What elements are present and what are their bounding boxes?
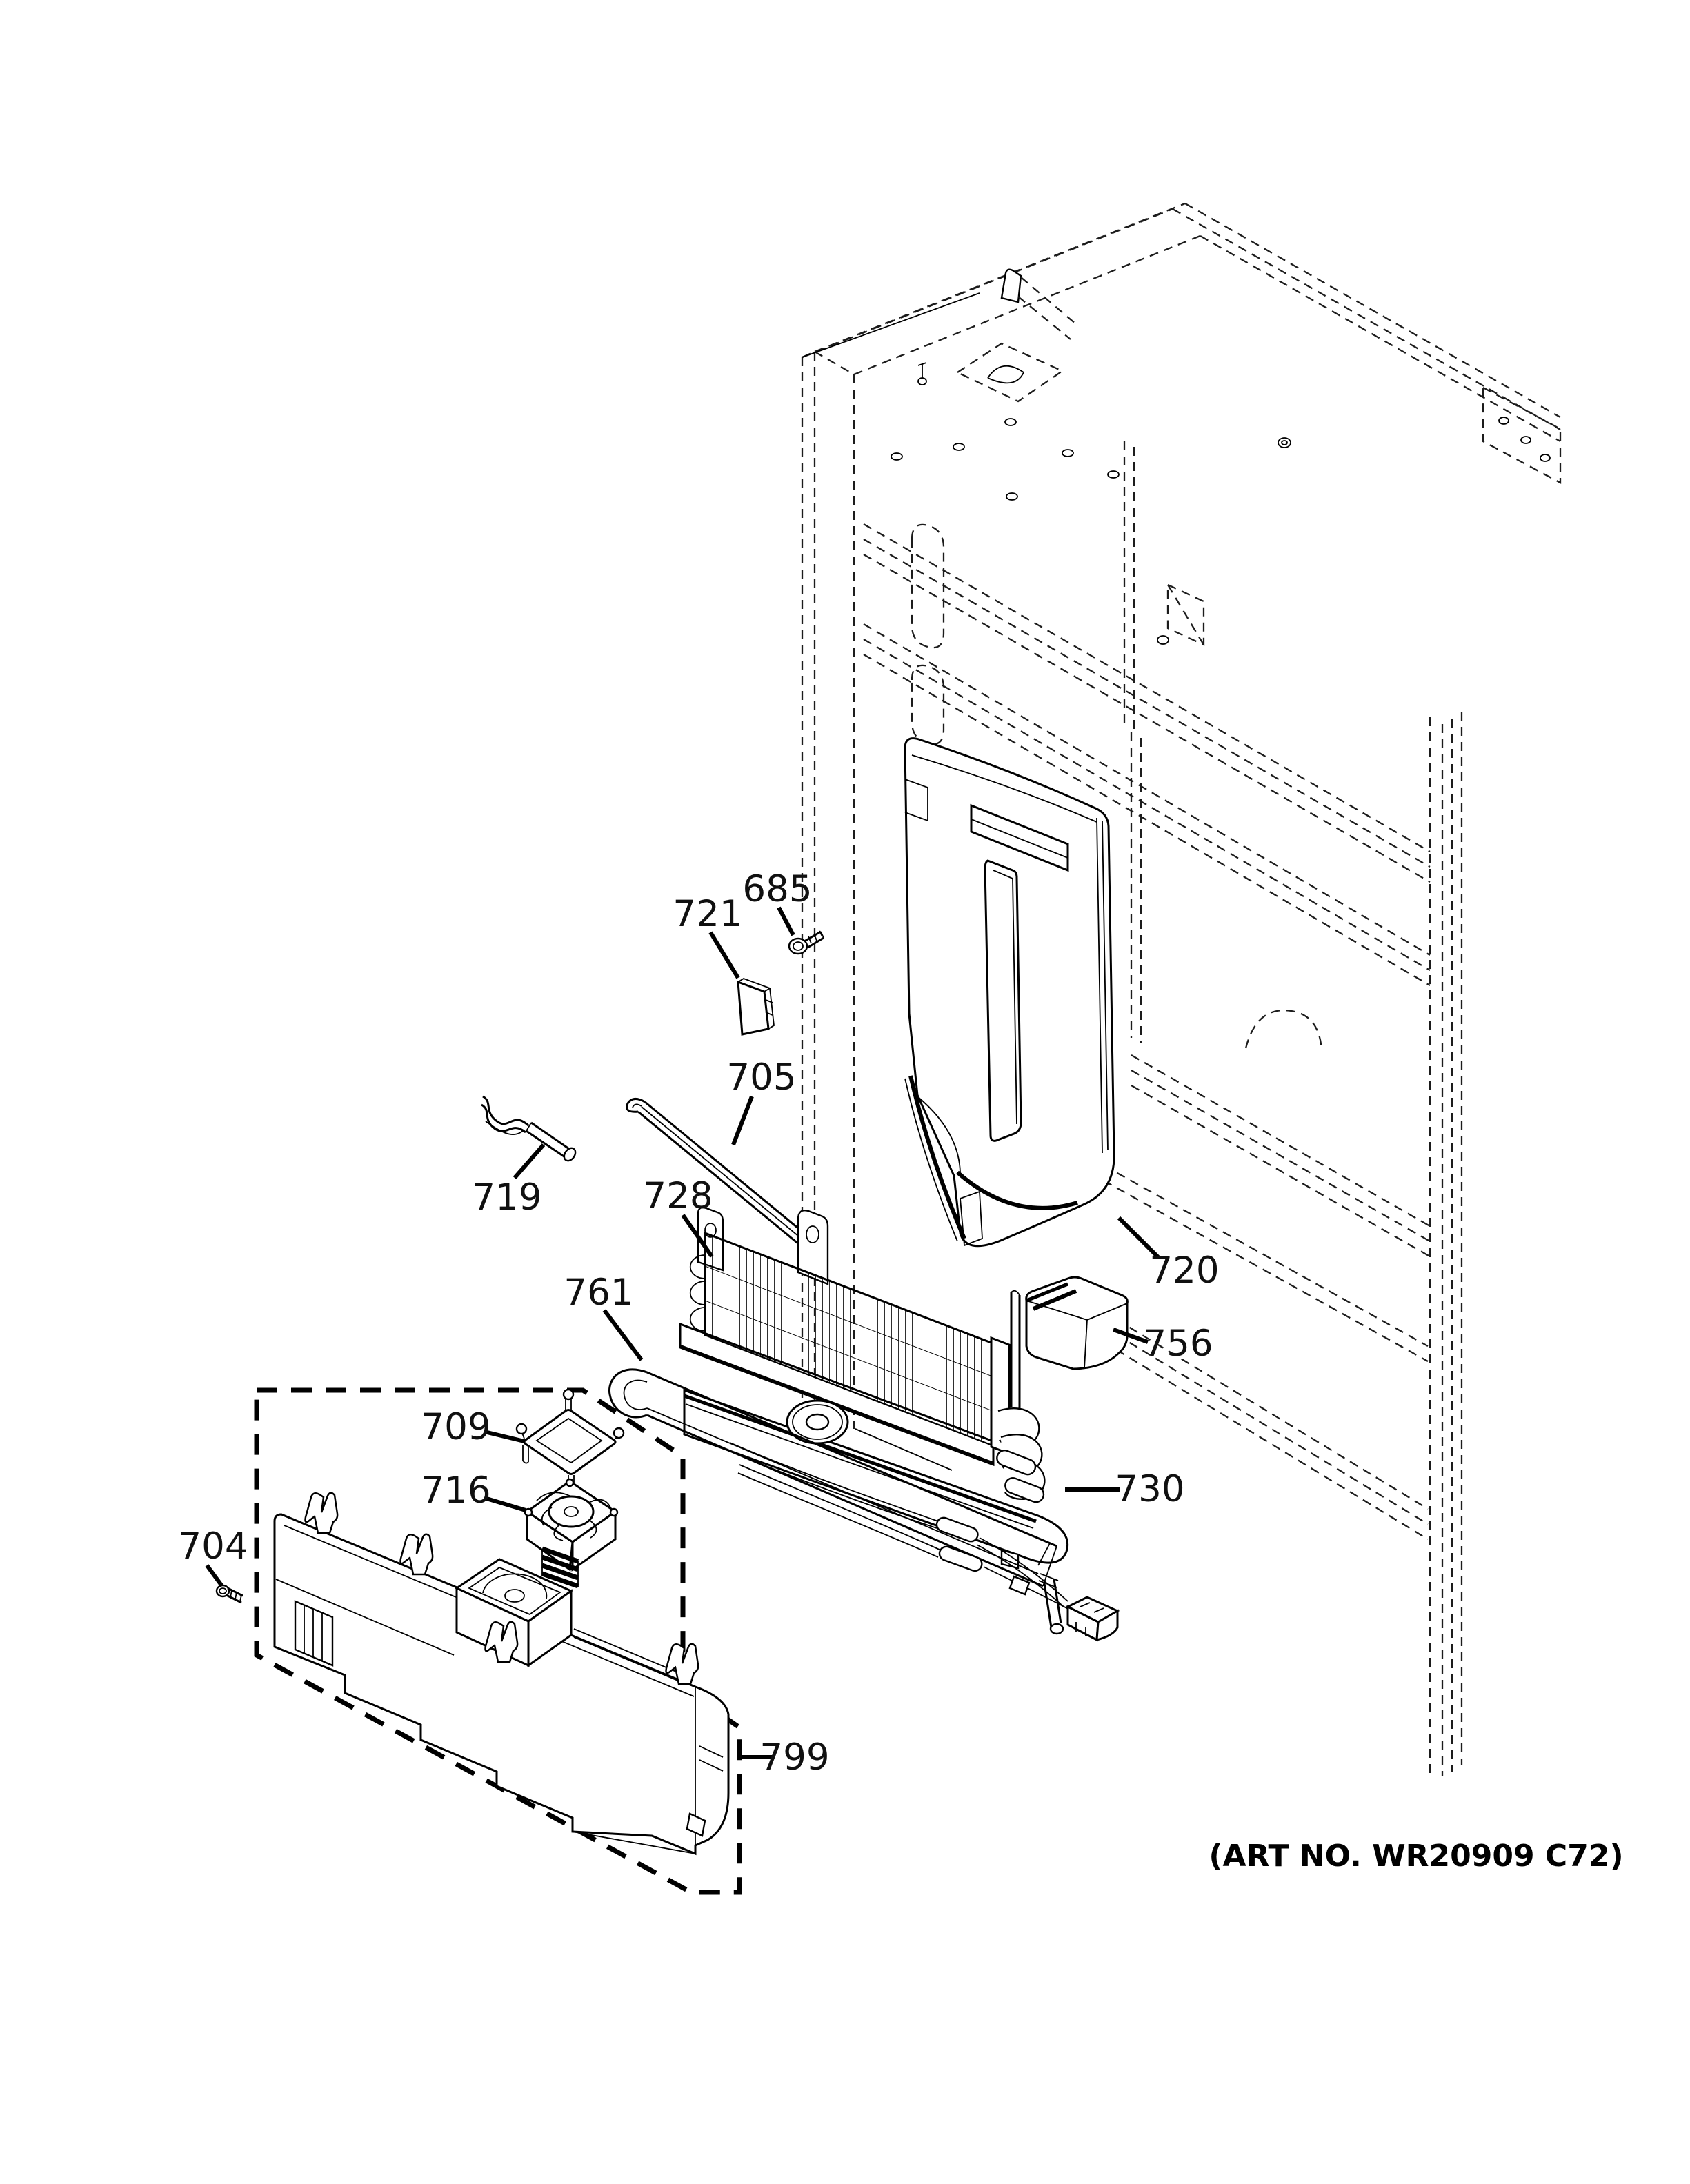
part-756-damper-duct — [1025, 1276, 1129, 1370]
callout-719: 719 — [472, 1176, 541, 1219]
part-705-duct-trim — [626, 1098, 826, 1264]
callout-728: 728 — [643, 1175, 713, 1217]
part-721-clip — [737, 978, 775, 1036]
callout-leader-lines — [205, 906, 1161, 1759]
part-720-evaporator-cover — [904, 737, 1115, 1248]
callout-720: 720 — [1149, 1250, 1219, 1292]
callout-756: 756 — [1143, 1323, 1213, 1365]
part-799-fan-cover-assembly — [273, 1492, 730, 1856]
part-730-drain-trough — [683, 1388, 1068, 1570]
part-685-screw — [788, 930, 824, 955]
callout-799: 799 — [759, 1736, 829, 1779]
callout-716: 716 — [421, 1470, 490, 1512]
part-704-screw — [215, 1584, 243, 1604]
callout-709: 709 — [421, 1406, 490, 1448]
callout-704: 704 — [178, 1525, 248, 1567]
callout-685: 685 — [742, 868, 812, 910]
callout-721: 721 — [673, 893, 742, 935]
part-709-fan-grommet-bracket — [515, 1388, 625, 1500]
part-716-evaporator-fan — [524, 1478, 619, 1589]
refrigerator-cabinet-wireframe — [801, 202, 1562, 1776]
part-728-evaporator — [679, 1206, 1046, 1503]
art-number-text: (ART NO. WR20909 C72) — [1209, 1839, 1623, 1874]
callout-761: 761 — [564, 1272, 633, 1314]
callout-705: 705 — [726, 1056, 796, 1099]
part-719-tube — [481, 1095, 577, 1162]
wire-harness-and-connector — [729, 1442, 1120, 1642]
callout-730: 730 — [1115, 1468, 1184, 1510]
assembly-boundary-dashed-box — [254, 1387, 742, 1895]
callout-labels: 685 721 705 719 728 761 709 716 704 720 … — [178, 868, 1219, 1779]
